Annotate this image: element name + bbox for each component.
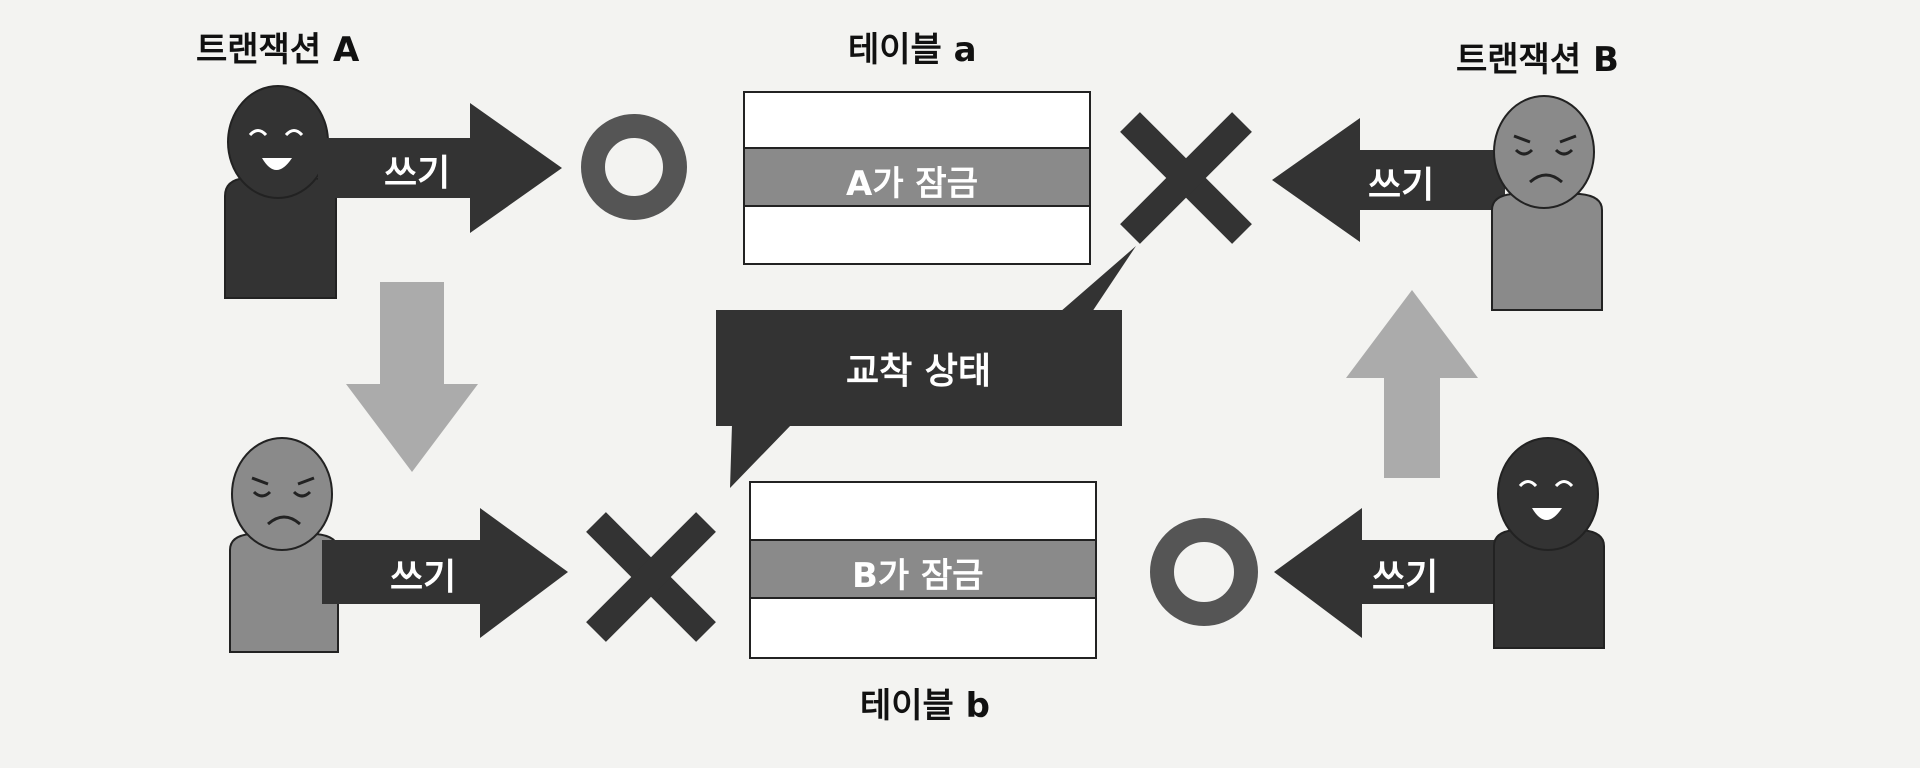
write-label-a-bottom: 쓰기: [390, 557, 457, 598]
write-label-b-bottom: 쓰기: [1372, 557, 1439, 598]
write-label-a-top: 쓰기: [384, 153, 451, 194]
deadlock-label: 교착 상태: [846, 351, 992, 392]
lock-success-circle-top: [581, 114, 687, 220]
sequence-arrow-up: [1346, 290, 1478, 478]
table-b-lock-label: B가 잠금: [852, 556, 984, 596]
table-a: [743, 91, 1091, 265]
transaction-a-top-figure: [224, 85, 337, 299]
transaction-b-bottom-figure: [1493, 437, 1605, 649]
write-arrow-a-top: [318, 103, 562, 233]
write-arrow-b-top: [1272, 118, 1505, 242]
write-arrow-a-bottom: [322, 508, 568, 638]
deadlock-bubble: [716, 246, 1136, 488]
transaction-a-label: 트랜잭션 A: [196, 30, 360, 70]
table-b-title: 테이블 b: [860, 686, 991, 726]
table-a-title: 테이블 a: [848, 30, 977, 70]
table-b: [749, 481, 1097, 659]
transaction-b-label: 트랜잭션 B: [1456, 40, 1619, 80]
table-a-lock-label: A가 잠금: [846, 164, 978, 204]
transaction-b-top-figure: [1491, 95, 1603, 311]
transaction-a-bottom-figure: [229, 437, 339, 653]
lock-fail-x-top: [1120, 112, 1252, 244]
write-arrow-b-bottom: [1274, 508, 1510, 638]
write-label-b-top: 쓰기: [1368, 165, 1435, 206]
lock-success-circle-bottom: [1150, 518, 1258, 626]
sequence-arrow-down: [346, 282, 478, 472]
lock-fail-x-bottom: [586, 512, 716, 642]
